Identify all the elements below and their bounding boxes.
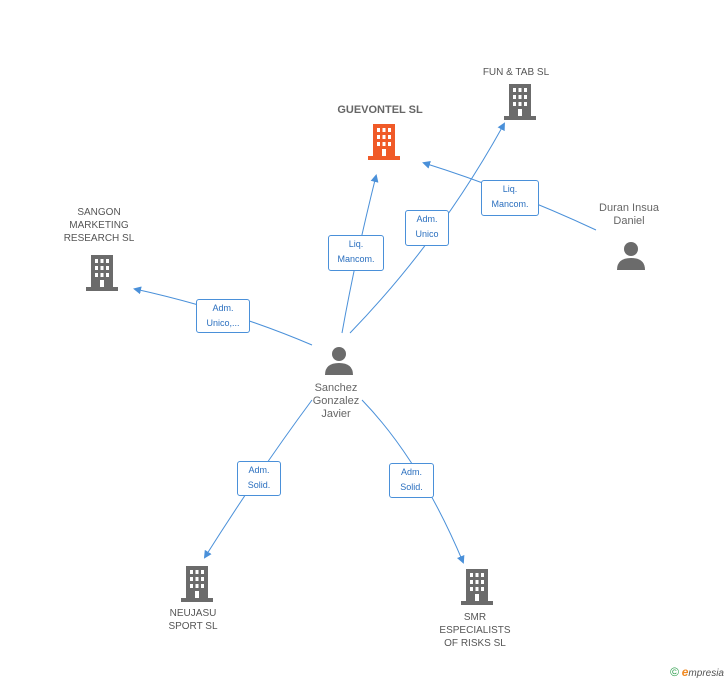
edge-label-duran-guevontel: Liq. Mancom. xyxy=(481,180,539,216)
node-label-guevontel: GUEVONTEL SL xyxy=(337,104,423,116)
node-label-duran: Duran Insua Daniel xyxy=(599,202,659,227)
building-icon[interactable] xyxy=(504,84,536,120)
building-icon[interactable] xyxy=(86,255,118,291)
edge-label-sanchez-funtab: Adm. Unico xyxy=(405,210,449,246)
building-icon[interactable] xyxy=(181,566,213,602)
node-label-smr: SMR ESPECIALISTS OF RISKS SL xyxy=(439,612,511,649)
brand-name: mpresia xyxy=(688,668,724,679)
node-label-sangon: SANGON MARKETING RESEARCH SL xyxy=(63,207,135,244)
brand-logo-initial: e xyxy=(681,665,689,679)
edge-label-sanchez-sangon: Adm. Unico,... xyxy=(196,299,250,333)
node-label-neujasu: NEUJASU SPORT SL xyxy=(168,608,218,632)
node-label-fun-tab: FUN & TAB SL xyxy=(482,67,550,78)
person-icon[interactable] xyxy=(616,240,646,270)
edge-label-sanchez-smr: Adm. Solid. xyxy=(389,463,434,498)
edge-label-sanchez-neujasu: Adm. Solid. xyxy=(237,461,281,496)
copyright-icon: © xyxy=(670,665,679,679)
building-icon[interactable] xyxy=(461,569,493,605)
building-icon[interactable] xyxy=(368,124,400,160)
edge-label-sanchez-guevontel: Liq. Mancom. xyxy=(328,235,384,271)
node-label-sanchez: Sanchez Gonzalez Javier xyxy=(312,382,360,420)
person-icon[interactable] xyxy=(324,345,354,375)
footer-brand: © empresia xyxy=(670,665,724,679)
